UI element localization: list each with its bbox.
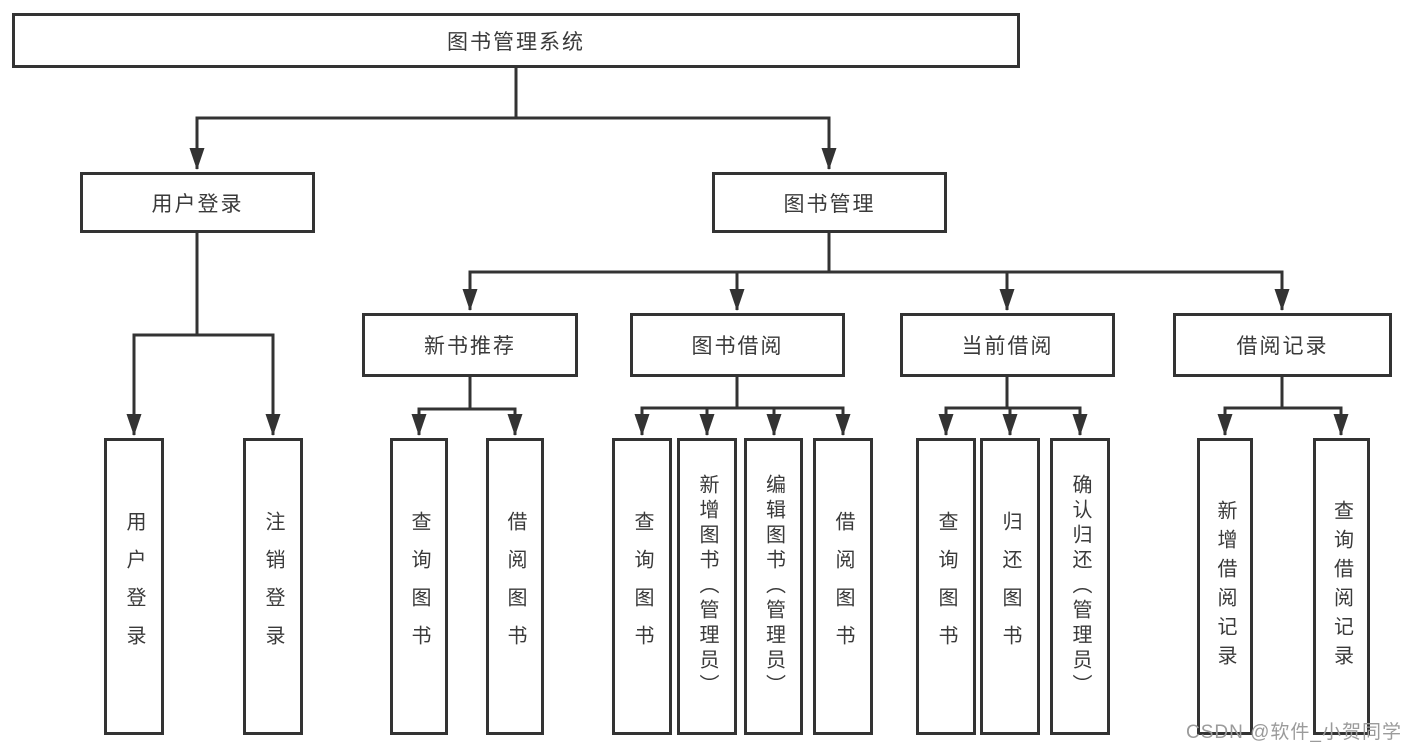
- leaf-borrow-books: 借阅图书: [813, 438, 873, 735]
- leaf-return-books: 归还图书: [980, 438, 1040, 735]
- leaf-label: 用户登录: [123, 510, 145, 663]
- leaf-query-borrow-record: 查询借阅记录: [1313, 438, 1370, 735]
- leaf-query-books-borrow: 查询图书: [612, 438, 672, 735]
- node-label: 当前借阅: [961, 335, 1054, 358]
- node-borrow-records: 借阅记录: [1173, 313, 1392, 377]
- node-root-library-management-system: 图书管理系统: [12, 13, 1020, 68]
- leaf-add-borrow-record: 新增借阅记录: [1197, 438, 1253, 735]
- leaf-label: 新增借阅记录: [1214, 499, 1236, 674]
- node-label: 图书管理: [783, 192, 876, 216]
- leaf-label: 查询图书: [631, 510, 653, 663]
- leaf-label: 新增图书（管理员）: [696, 474, 718, 699]
- node-label: 新书推荐: [424, 335, 516, 358]
- leaf-label: 查询借阅记录: [1330, 499, 1353, 674]
- node-new-book-recommend: 新书推荐: [362, 313, 578, 377]
- csdn-watermark: CSDN @软件_小贺同学: [1186, 722, 1402, 743]
- leaf-label: 查询图书: [935, 510, 957, 663]
- node-book-management: 图书管理: [712, 172, 947, 233]
- node-label: 借阅记录: [1236, 335, 1329, 358]
- leaf-query-books-current: 查询图书: [916, 438, 976, 735]
- leaf-label: 借阅图书: [832, 510, 854, 663]
- node-label: 用户登录: [151, 192, 244, 216]
- leaf-label: 编辑图书（管理员）: [762, 474, 785, 699]
- node-current-borrow: 当前借阅: [900, 313, 1115, 377]
- leaf-label: 归还图书: [999, 510, 1021, 663]
- node-user-login: 用户登录: [80, 172, 315, 233]
- leaf-logout: 注销登录: [243, 438, 303, 735]
- leaf-add-book-admin: 新增图书（管理员）: [677, 438, 737, 735]
- leaf-label: 借阅图书: [504, 510, 526, 663]
- leaf-edit-book-admin: 编辑图书（管理员）: [744, 438, 803, 735]
- leaf-user-login: 用户登录: [104, 438, 164, 735]
- node-label: 图书管理系统: [447, 30, 585, 54]
- leaf-confirm-return-admin: 确认归还（管理员）: [1050, 438, 1110, 735]
- leaf-query-books-recommend: 查询图书: [390, 438, 448, 735]
- leaf-borrow-books-recommend: 借阅图书: [486, 438, 544, 735]
- leaf-label: 注销登录: [262, 510, 284, 663]
- node-label: 图书借阅: [691, 335, 784, 358]
- leaf-label: 查询图书: [408, 510, 430, 663]
- node-book-borrow: 图书借阅: [630, 313, 845, 377]
- leaf-label: 确认归还（管理员）: [1069, 474, 1091, 699]
